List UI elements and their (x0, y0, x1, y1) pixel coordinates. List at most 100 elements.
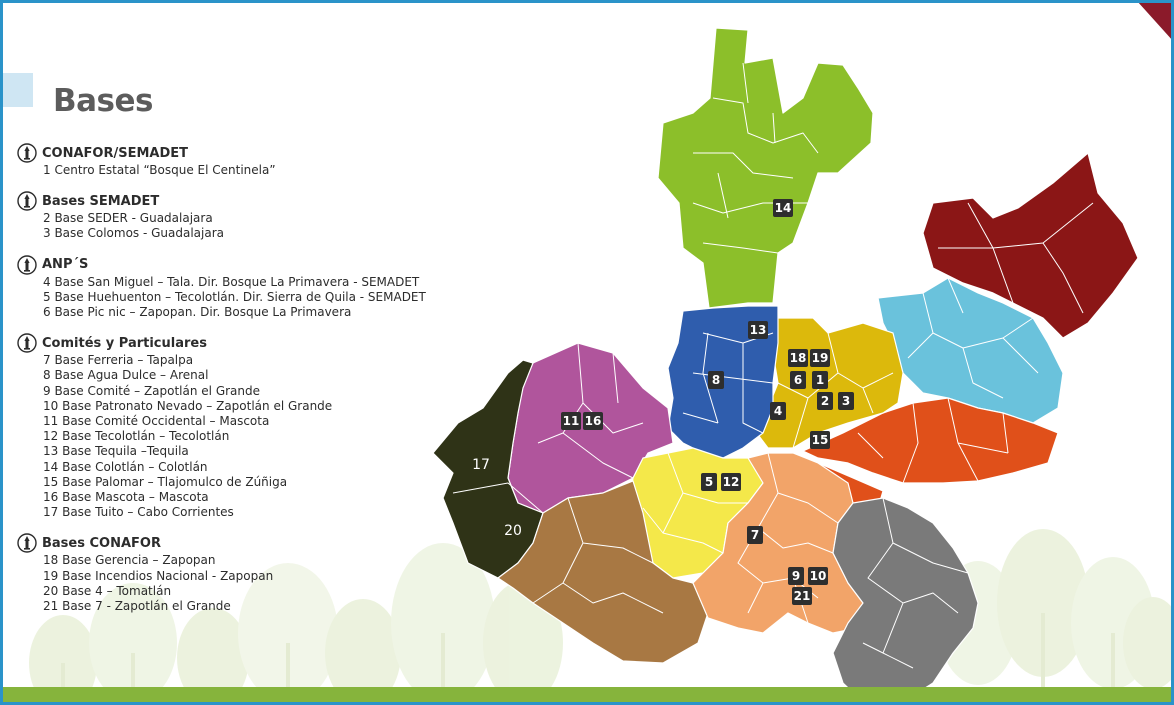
legend-item: 8 Base Agua Dulce – Arenal (43, 368, 209, 383)
legend-item: 12 Base Tecolotlán – Tecolotlán (43, 429, 230, 444)
marker-label: 17 (472, 457, 490, 473)
base-marker-13: 13 (748, 321, 768, 339)
jalisco-map (432, 27, 1139, 702)
marker-label: 21 (794, 589, 811, 603)
legend-item: 15 Base Palomar – Tlajomulco de Zúñiga (43, 474, 288, 489)
base-marker-9: 9 (788, 567, 804, 585)
marker-badge (561, 412, 581, 430)
base-marker-17: 17 (472, 457, 490, 473)
marker-label: 5 (705, 475, 713, 489)
marker-label: 10 (810, 569, 827, 583)
region-sur (692, 452, 864, 634)
legend-item: 21 Base 7 - Zapotlán el Grande (43, 599, 231, 614)
marker-badge (810, 349, 830, 367)
legend-item: 16 Base Mascota – Mascota (43, 490, 209, 505)
marker-label: 19 (812, 351, 829, 365)
region-north (657, 27, 874, 309)
legend-group-header: Bases CONAFOR (17, 533, 517, 554)
marker-label: 18 (790, 351, 807, 365)
legend-item: 4 Base San Miguel – Tala. Dir. Bosque La… (43, 274, 420, 289)
base-marker-1: 1 (812, 371, 828, 389)
marker-label: 20 (504, 523, 522, 539)
legend-item: 10 Base Patronato Nevado – Zapotlán el G… (43, 398, 333, 413)
marker-label: 4 (774, 404, 782, 418)
marker-badge (708, 371, 724, 389)
base-marker-16: 16 (583, 412, 603, 430)
legend-item: 20 Base 4 – Tomatlán (43, 583, 172, 598)
base-marker-4: 4 (770, 402, 786, 420)
base-marker-20: 20 (504, 523, 522, 539)
corner-accent (1138, 3, 1171, 39)
base-marker-21: 21 (792, 587, 812, 605)
base-marker-18: 18 (788, 349, 808, 367)
base-marker-15: 15 (810, 431, 830, 449)
base-marker-19: 19 (810, 349, 830, 367)
marker-badge (817, 392, 833, 410)
base-marker-6: 6 (790, 371, 806, 389)
marker-badge (810, 431, 830, 449)
legend-item: 18 Base Gerencia – Zapopan (43, 553, 216, 568)
legend-group-header: ANP´S (17, 254, 517, 275)
legend-item-list: 1 Centro Estatal “Bosque El Centinela” (17, 163, 517, 178)
legend-group-title: Bases CONAFOR (42, 535, 161, 551)
tower-icon (17, 333, 37, 353)
legend-item: 3 Base Colomos - Guadalajara (43, 226, 225, 241)
marker-badge (747, 526, 763, 544)
legend-item: 14 Base Colotlán – Colotlán (43, 459, 208, 474)
legend-item: 13 Base Tequila –Tequila (43, 444, 189, 459)
base-marker-2: 2 (817, 392, 833, 410)
marker-badge (748, 321, 768, 339)
base-marker-8: 8 (708, 371, 724, 389)
base-marker-5: 5 (701, 473, 717, 491)
marker-label: 13 (750, 323, 767, 337)
marker-badge (583, 412, 603, 430)
marker-label: 11 (563, 414, 580, 428)
marker-label: 8 (712, 373, 720, 387)
marker-badge (790, 371, 806, 389)
legend-group-header: Bases SEMADET (17, 191, 517, 211)
marker-badge (792, 587, 812, 605)
base-marker-11: 11 (561, 412, 581, 430)
legend-group: CONAFOR/SEMADET 1 Centro Estatal “Bosque … (17, 143, 517, 178)
marker-badge (770, 402, 786, 420)
region-northeast (922, 152, 1139, 339)
legend: CONAFOR/SEMADET 1 Centro Estatal “Bosque … (17, 143, 517, 627)
marker-label: 15 (812, 433, 829, 447)
base-marker-14: 14 (773, 199, 793, 217)
marker-label: 9 (792, 569, 800, 583)
tower-icon (17, 191, 37, 211)
marker-badge (701, 473, 717, 491)
marker-label: 12 (723, 475, 740, 489)
legend-item: 17 Base Tuito – Cabo Corrientes (43, 505, 234, 520)
legend-item: 9 Base Comité – Zapotlán el Grande (43, 383, 261, 398)
marker-badge (812, 371, 828, 389)
ground-strip (3, 687, 1171, 702)
tower-icon (17, 254, 37, 275)
marker-label: 2 (821, 394, 829, 408)
marker-badge (721, 473, 741, 491)
marker-badge (808, 567, 828, 585)
base-marker-10: 10 (808, 567, 828, 585)
marker-label: 3 (842, 394, 850, 408)
marker-badge (788, 567, 804, 585)
tower-icon (17, 533, 37, 554)
base-marker-12: 12 (721, 473, 741, 491)
region-cienega (802, 397, 1059, 484)
base-marker-3: 3 (838, 392, 854, 410)
marker-label: 16 (585, 414, 602, 428)
legend-item: 11 Base Comité Occidental – Mascota (43, 414, 270, 429)
legend-item: 7 Base Ferreria – Tapalpa (43, 353, 194, 368)
legend-group-title: Bases SEMADET (42, 193, 160, 209)
base-marker-7: 7 (747, 526, 763, 544)
section-accent-tab (3, 73, 33, 107)
legend-group-title: CONAFOR/SEMADET (42, 145, 189, 161)
background-trees (29, 529, 1171, 702)
marker-badge (838, 392, 854, 410)
